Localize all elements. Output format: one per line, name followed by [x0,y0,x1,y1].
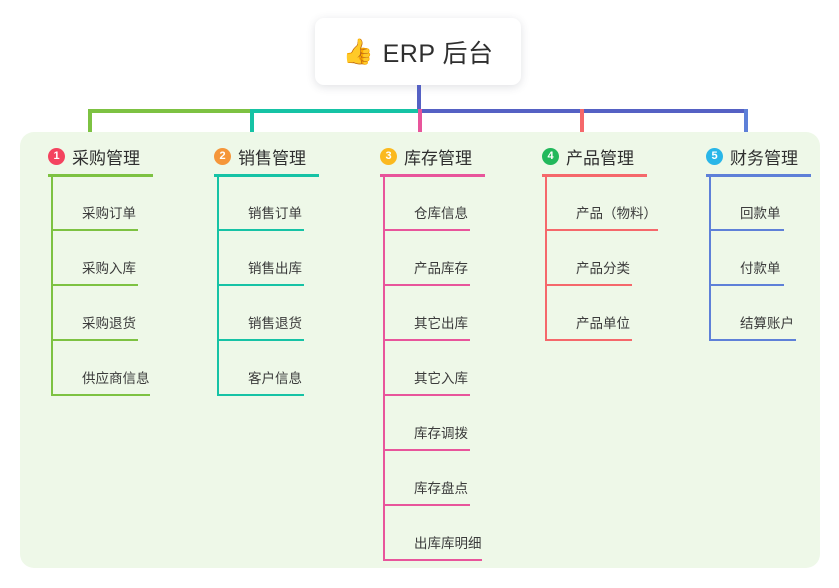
branch-number-badge: 3 [380,147,397,165]
branch-item-rule [545,339,632,341]
branch-spine [709,176,711,341]
branch-item-rule [217,394,304,396]
branch-item-label: 回款单 [740,206,781,221]
branch-item-rule [383,449,470,451]
branch-header-rule [380,174,485,177]
branch-item-label: 仓库信息 [414,206,468,221]
branch-item-label: 供应商信息 [82,371,150,386]
branch-title: 财务管理 [730,148,798,168]
branch-title: 产品管理 [566,148,634,168]
branch-header-2[interactable]: 2 销售管理 [196,144,306,168]
branch-item-label: 库存盘点 [414,481,468,496]
branch-item-rule [383,229,470,231]
branch-header-rule [48,174,153,177]
branch-item-rule [217,229,304,231]
branch-item-rule [545,229,658,231]
branch-item-rule [383,284,470,286]
branch-item-label: 采购订单 [82,206,136,221]
branch-column-3: 3 库存管理仓库信息产品库存其它出库其它入库库存调拨库存盘点出库库明细 [362,144,485,561]
branch-column-4: 4 产品管理产品（物料） 产品分类产品单位 [524,144,658,341]
root-node[interactable]: 👍 ERP 后台 [315,18,521,85]
branch-column-2: 2 销售管理销售订单销售出库销售退货客户信息 [196,144,319,396]
branch-spine [217,176,219,396]
branch-column-1: 1 采购管理采购订单采购入库采购退货供应商信息 [30,144,153,396]
branch-item-label: 其它入库 [414,371,468,386]
branch-header-1[interactable]: 1 采购管理 [30,144,140,168]
branch-item-rule [709,339,796,341]
branch-item-rule [383,504,470,506]
connector-bar-teal [250,109,420,113]
branch-header-3[interactable]: 3 库存管理 [362,144,472,168]
branch-item-rule [51,229,138,231]
branch-item-rule [51,394,150,396]
branch-header-5[interactable]: 5 财务管理 [688,144,798,168]
branch-item-rule [217,339,304,341]
branch-number-badge: 5 [706,147,723,165]
branch-item-label: 产品分类 [576,261,630,276]
root-node-title: ERP 后台 [382,39,494,68]
branch-title: 采购管理 [72,148,140,168]
branch-header-rule [542,174,647,177]
connector-root-stem [417,85,421,112]
branch-header-4[interactable]: 4 产品管理 [524,144,634,168]
connector-bar-green [88,109,252,113]
branch-header-rule [706,174,811,177]
branch-item-rule [709,229,784,231]
branch-item-rule [51,284,138,286]
branch-item-rule [709,284,784,286]
branch-item-label: 付款单 [740,261,781,276]
branch-item-label: 销售出库 [248,261,302,276]
thumbs-up-icon: 👍 [342,37,374,66]
branch-number-badge: 1 [48,147,65,165]
branch-number-badge: 2 [214,147,231,165]
branch-item-label: 销售退货 [248,316,302,331]
branch-spine [545,176,547,341]
branch-item-label: 产品（物料） [576,206,657,221]
branch-item-label: 产品库存 [414,261,468,276]
branch-item-rule [217,284,304,286]
branch-item-label: 客户信息 [248,371,302,386]
branch-item-rule [383,559,482,561]
branch-item-label: 采购入库 [82,261,136,276]
branch-item-label: 销售订单 [248,206,302,221]
branch-item-rule [545,284,632,286]
branch-item-label: 出库库明细 [414,536,482,551]
branch-number-badge: 4 [542,147,559,165]
branch-title: 库存管理 [404,148,472,168]
branch-item-rule [383,394,470,396]
branch-item-label: 其它出库 [414,316,468,331]
branch-column-5: 5 财务管理回款单付款单结算账户 [688,144,811,341]
branch-item-rule [383,339,470,341]
branch-item-label: 结算账户 [740,316,794,331]
branch-item-label: 库存调拨 [414,426,468,441]
branch-item-rule [51,339,138,341]
branch-spine [51,176,53,396]
branch-spine [383,176,385,561]
branch-title: 销售管理 [238,148,306,168]
branch-header-rule [214,174,319,177]
branch-item-label: 采购退货 [82,316,136,331]
branch-item-label: 产品单位 [576,316,630,331]
branches-panel [20,132,820,568]
